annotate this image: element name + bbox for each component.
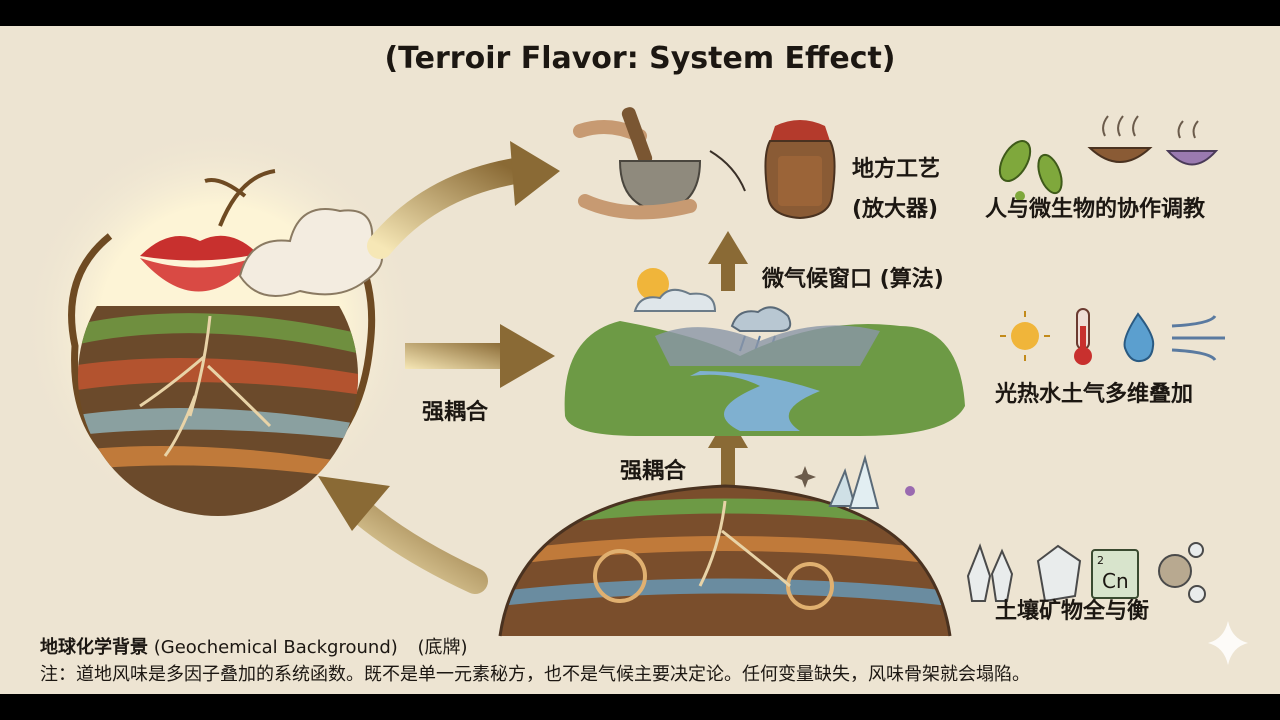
arrow-up-upper [708,231,748,291]
thermometer-icon [1074,308,1092,365]
steaming-bowl-icon [1087,115,1219,166]
label-microclimate: 微气候窗口 (算法) [762,267,944,292]
sun-icon [1000,311,1050,361]
terroir-emblem [20,126,420,526]
page-title: (Terroir Flavor: System Effect) [384,41,896,76]
footer-background-label: 地球化学背景 [40,637,148,658]
mortar-pestle-icon [573,107,702,220]
label-coupling-mid: 强耦合 [620,459,687,484]
letterbox-top [0,0,1280,26]
arrow-from-earth [318,476,488,594]
letterbox-bottom [0,694,1280,720]
footer-background-note: (底牌) [417,637,468,658]
sparkle-icon [1208,621,1248,665]
label-coupling-left: 强耦合 [422,400,489,425]
wind-icon [1171,314,1225,362]
crystal-icon [828,454,915,509]
water-drop-icon [1123,312,1155,363]
svg-text:Cn: Cn [1102,569,1129,593]
sun-cloud-icon [633,268,717,312]
arrow-to-craft [367,141,560,259]
sparkle-icon [794,466,816,488]
label-craft: 地方工艺 [852,157,941,182]
label-soil-minerals: 土壤矿物全与衡 [995,599,1150,624]
earth-strata-icon [498,484,952,637]
footer-background-line: 地球化学背景 (Geochemical Background) (底牌) [40,633,468,659]
ferment-jar-icon [764,120,836,220]
footer-note: 注：道地风味是多因子叠加的系统函数。既不是单一元素秘方，也不是气候主要决定论。任… [40,664,1030,685]
illustration: 2 Cn [20,107,1248,665]
label-microbes: 人与微生物的协作调教 [985,197,1206,222]
lips-icon [140,235,258,292]
crystal-icon [966,543,1014,602]
svg-text:2: 2 [1097,554,1104,567]
gem-icon [1036,544,1082,603]
label-climate-factors: 光热水土气多维叠加 [995,382,1194,407]
molecule-icon [1158,542,1206,603]
arrow-to-valley [405,324,555,388]
footer-background-en: (Geochemical Background) [153,637,398,658]
element-cn-icon: 2 Cn [1091,549,1139,599]
valley-river-icon [564,321,965,436]
microbe-icon [998,140,1063,201]
label-amplifier: (放大器) [852,197,939,222]
diagram-canvas: 2 Cn (Terroir Flavor: System Effect) 地方工… [0,26,1280,694]
